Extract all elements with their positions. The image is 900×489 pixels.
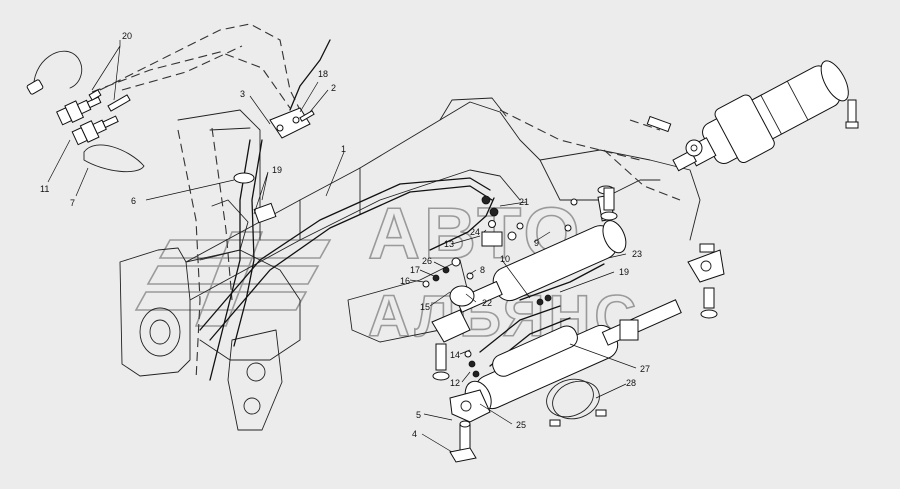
callout-26: 26 [422,256,432,266]
callout-labels: 20 18 3 2 1 19 6 11 7 21 24 13 9 26 10 2… [40,31,650,439]
callout-9: 9 [534,238,539,248]
callout-2: 2 [331,83,336,93]
callout-25: 25 [516,420,526,430]
callout-28: 28 [626,378,636,388]
callout-22: 22 [482,298,492,308]
leader-lines [47,40,637,453]
callout-21: 21 [519,197,529,207]
callout-18: 18 [318,69,328,79]
callout-4: 4 [412,429,417,439]
callout-7: 7 [70,198,75,208]
callout-8: 8 [480,265,485,275]
hydraulic-hoses [91,39,605,381]
cylinder-25 [449,243,725,423]
callout-20: 20 [122,31,132,41]
watermark-logo [134,231,332,327]
valve-block [233,107,315,224]
callout-16: 16 [400,276,410,286]
callout-3: 3 [240,89,245,99]
quick-couplers [26,50,145,173]
callout-19-lower: 19 [619,267,629,277]
callout-19-upper: 19 [272,165,282,175]
callout-10: 10 [500,254,510,264]
callout-15: 15 [420,302,430,312]
callout-5: 5 [416,410,421,420]
pins-and-rings [431,187,718,463]
callout-17: 17 [410,265,420,275]
fittings [422,195,578,378]
callout-14: 14 [450,350,460,360]
callout-1: 1 [341,144,346,154]
callout-27: 27 [640,364,650,374]
callout-23: 23 [632,249,642,259]
callout-6: 6 [131,196,136,206]
dashed-outlines [99,23,681,381]
upper-cylinder [646,60,859,172]
callout-24: 24 [470,227,480,237]
callout-11: 11 [40,184,49,194]
callout-13: 13 [444,239,454,249]
callout-12: 12 [450,378,460,388]
